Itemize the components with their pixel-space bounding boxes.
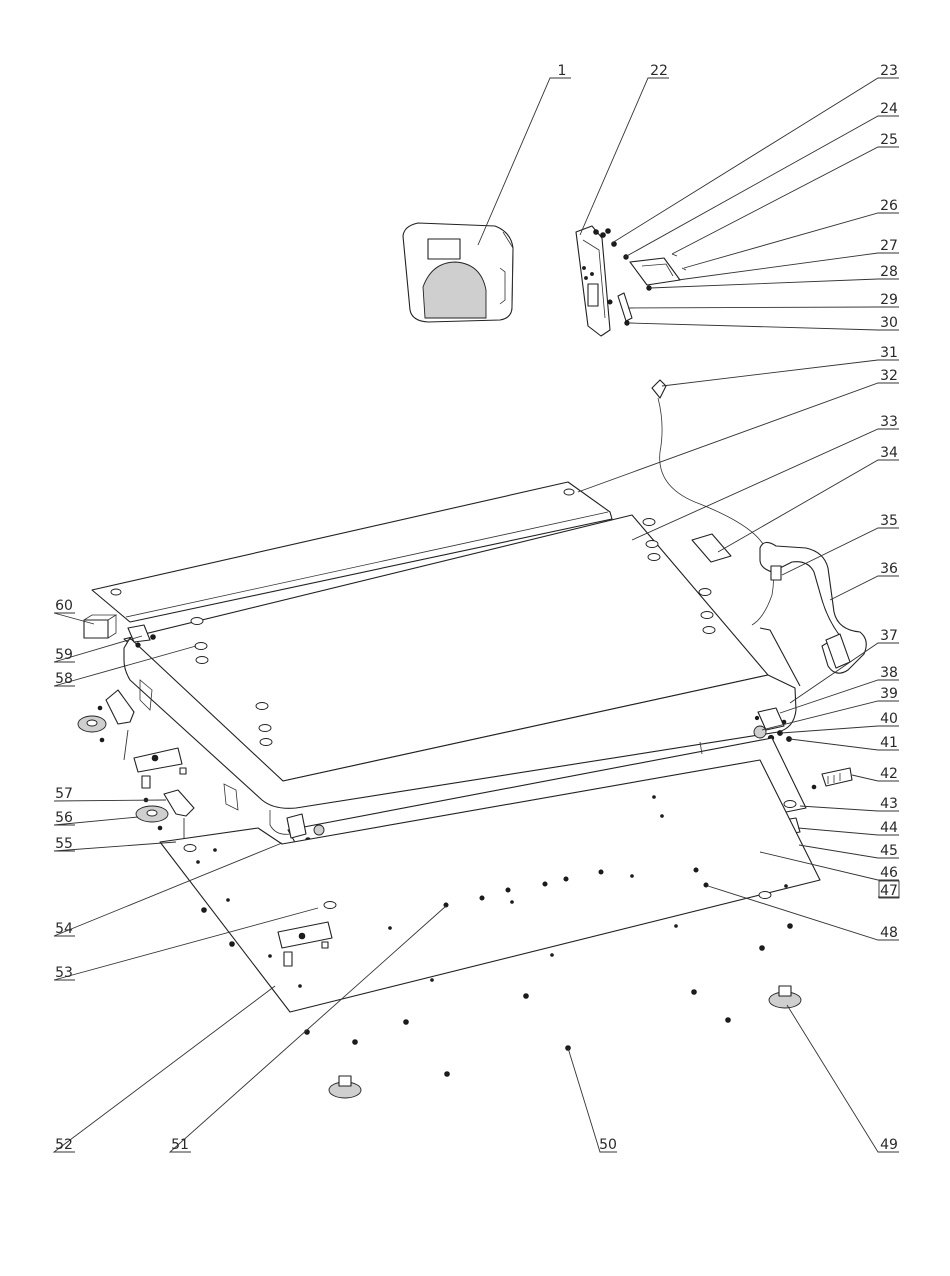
- label-25: 25: [880, 132, 898, 148]
- label-58: 58: [55, 671, 73, 687]
- label-47: 47: [880, 883, 898, 899]
- label-1: 1: [558, 63, 567, 79]
- label-55: 55: [55, 836, 73, 852]
- label-49: 49: [880, 1137, 898, 1153]
- label-48: 48: [880, 925, 898, 941]
- label-44: 44: [880, 820, 898, 836]
- label-23: 23: [880, 63, 898, 79]
- label-40: 40: [880, 711, 898, 727]
- label-27: 27: [880, 238, 898, 254]
- label-29: 29: [880, 292, 898, 308]
- label-60: 60: [55, 598, 73, 614]
- label-38: 38: [880, 665, 898, 681]
- label-43: 43: [880, 796, 898, 812]
- label-37: 37: [880, 628, 898, 644]
- label-28: 28: [880, 264, 898, 280]
- label-24: 24: [880, 101, 898, 117]
- label-35: 35: [880, 513, 898, 529]
- label-31: 31: [880, 345, 898, 361]
- label-39: 39: [880, 686, 898, 702]
- handle-assembly: [760, 542, 866, 673]
- label-32: 32: [880, 368, 898, 384]
- label-26: 26: [880, 198, 898, 214]
- label-56: 56: [55, 810, 73, 826]
- label-22: 22: [650, 63, 668, 79]
- label-41: 41: [880, 735, 898, 751]
- label-53: 53: [55, 965, 73, 981]
- console-bracket-assembly: [576, 226, 686, 336]
- rack-clip: [812, 768, 852, 789]
- label-33: 33: [880, 414, 898, 430]
- label-45: 45: [880, 843, 898, 859]
- label-59: 59: [55, 647, 73, 663]
- label-52: 52: [55, 1137, 73, 1153]
- label-46: 46: [880, 865, 898, 881]
- display-console: [403, 223, 513, 322]
- label-34: 34: [880, 445, 898, 461]
- label-50: 50: [599, 1137, 617, 1153]
- label-42: 42: [880, 766, 898, 782]
- label-54: 54: [55, 921, 73, 937]
- label-30: 30: [880, 315, 898, 331]
- label-57: 57: [55, 786, 73, 802]
- label-51: 51: [171, 1137, 189, 1153]
- label-36: 36: [880, 561, 898, 577]
